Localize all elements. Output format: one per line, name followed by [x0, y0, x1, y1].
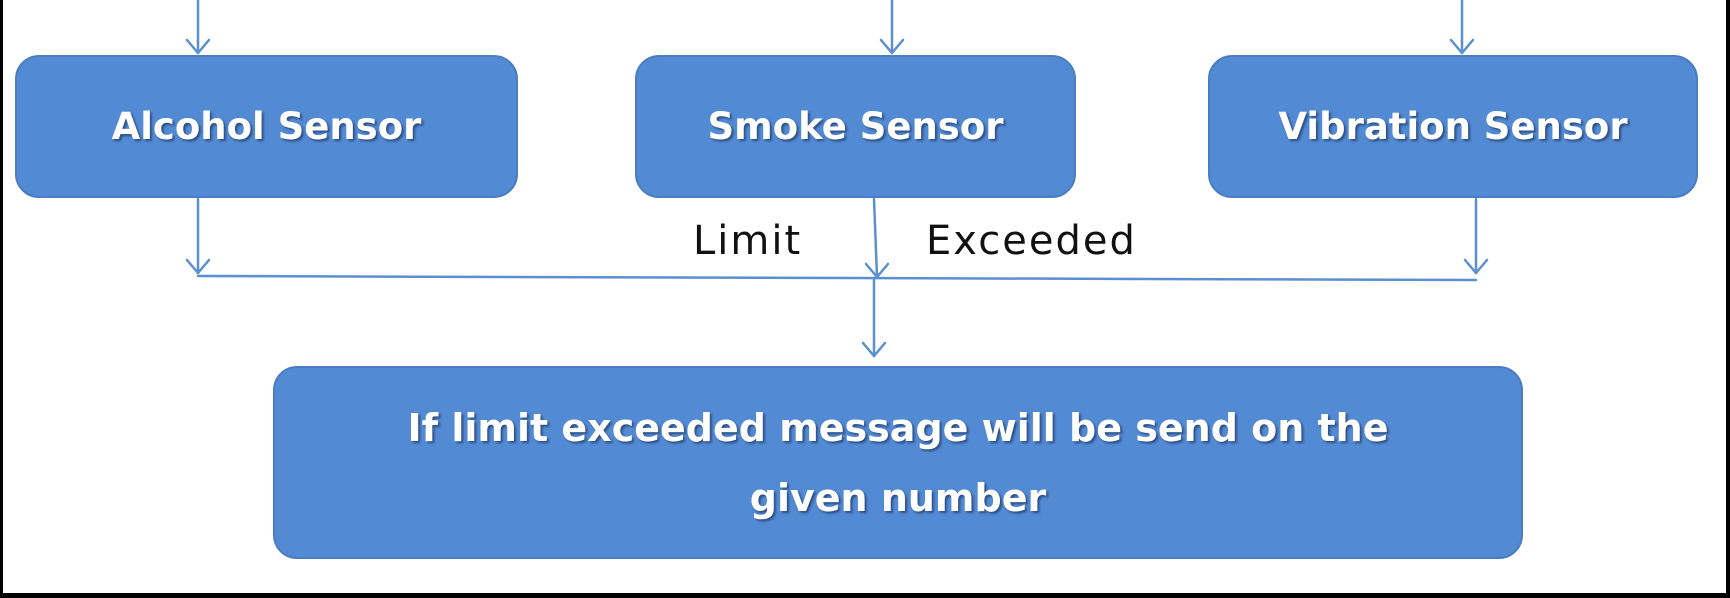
vibration-sensor-node: Vibration Sensor: [1208, 55, 1698, 198]
collector-bus-line: [196, 274, 1478, 282]
message-action-node: If limit exceeded message will be send o…: [273, 366, 1523, 559]
connector-layer: [185, 0, 1489, 358]
incoming-arrowhead-vibration: [1449, 38, 1475, 55]
bus-to-message-arrowhead: [861, 341, 887, 358]
incoming-arrowhead-alcohol: [185, 38, 211, 55]
alcohol-sensor-label: Alcohol Sensor: [111, 105, 422, 148]
smoke-to-bus-arrow: [872, 197, 879, 279]
smoke-sensor-label: Smoke Sensor: [707, 105, 1004, 148]
edge-label-limit: Limit: [693, 218, 803, 264]
vibration-to-bus-arrowhead: [1463, 258, 1489, 275]
alcohol-to-bus-arrowhead: [185, 258, 211, 275]
vibration-sensor-label: Vibration Sensor: [1278, 105, 1628, 148]
alcohol-sensor-node: Alcohol Sensor: [15, 55, 518, 198]
edge-label-exceeded: Exceeded: [926, 218, 1137, 264]
smoke-sensor-node: Smoke Sensor: [635, 55, 1076, 198]
message-action-label: If limit exceeded message will be send o…: [407, 405, 1389, 520]
incoming-arrowhead-smoke: [879, 38, 905, 55]
diagram-canvas: Alcohol Sensor Smoke Sensor Vibration Se…: [3, 0, 1726, 593]
connector-group: [185, 0, 1489, 358]
